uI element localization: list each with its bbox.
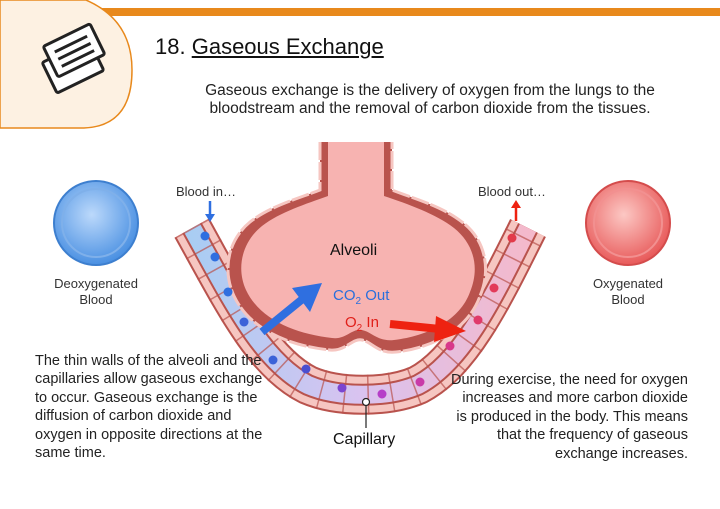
co2-out-label: CO2 Out [333,287,390,307]
blood-cells [200,231,517,399]
capillary-label: Capillary [333,431,396,448]
oxygenated-label: Oxygenated Blood [592,276,664,307]
blood-out-arrow-icon [511,200,521,221]
o2-in-arrow-icon [389,316,466,342]
deoxygenated-blood-icon [53,180,139,266]
title-number: 18. [155,34,186,59]
right-explanation: During exercise, the need for oxygen inc… [451,372,688,462]
title-text: Gaseous Exchange [191,34,384,59]
co2-out-arrow-icon [259,283,322,336]
accent-bar [100,8,720,16]
alveoli-label: Alveoli [330,242,378,259]
capillary-pointer-icon [361,397,371,428]
oxygenated-blood-icon [585,180,671,266]
page-title: 18. Gaseous Exchange [155,34,384,60]
notes-cards-icon [0,0,133,129]
blood-in-label: Blood in… [176,184,236,199]
o2-in-label: O2 In [345,314,379,334]
blood-out-label: Blood out… [478,184,546,199]
intro-text: Gaseous exchange is the delivery of oxyg… [205,82,655,117]
deoxygenated-label: Deoxygenated Blood [54,276,138,307]
blood-in-arrow-icon [205,201,215,222]
left-explanation: The thin walls of the alveoli and the ca… [35,353,263,462]
